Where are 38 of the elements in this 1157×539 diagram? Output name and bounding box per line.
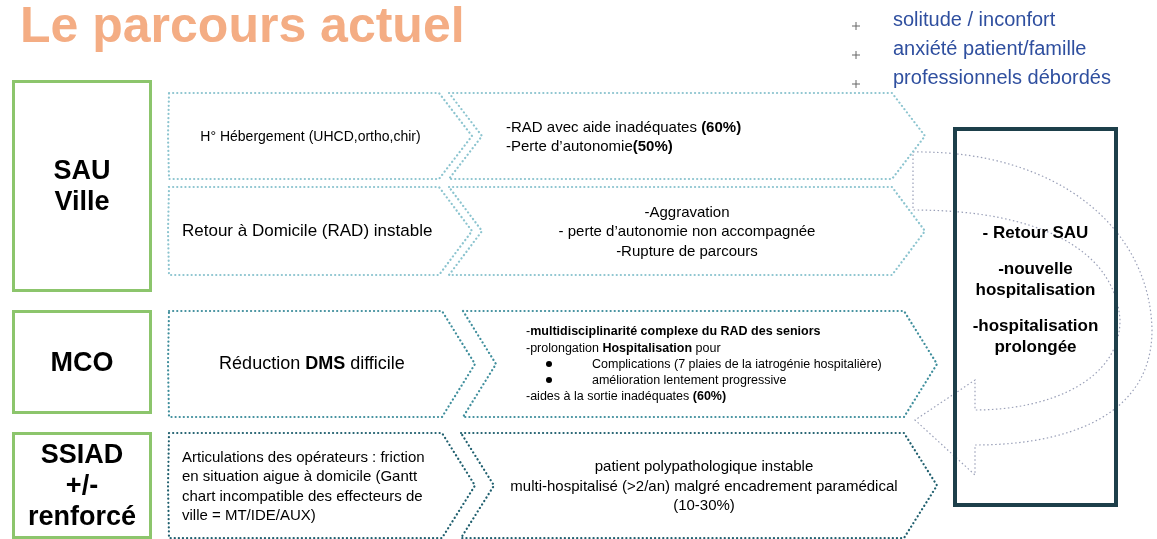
step-text: Complications (7 plaies de la iatrogénie hospitalière) — [592, 355, 882, 373]
step-text: Retour à Domicile (RAD) instable — [182, 219, 433, 242]
bullet-text: professionnels débordés — [893, 66, 1111, 89]
step-text: -Aggravation — [643, 201, 731, 222]
chevron-shape — [448, 92, 926, 180]
step-text: -aides à la sortie inadéquates (60%) — [526, 388, 728, 405]
category-box — [12, 432, 152, 539]
category-text: SSIAD +/- renforcé — [26, 439, 137, 532]
chevron-shape — [448, 186, 926, 276]
step-text: amélioration lentement progressive — [592, 372, 787, 389]
chevron-shape — [460, 432, 938, 539]
step-text: Réduction DMS difficile — [218, 352, 406, 376]
step-text: -multidisciplinarité complexe du RAD des seniors — [526, 323, 822, 340]
category-box — [12, 310, 152, 414]
chevron-shape — [168, 432, 476, 539]
category-text: SAU Ville — [52, 155, 112, 217]
outcome-box — [953, 127, 1118, 507]
step-text: -Perte d’autonomie(50%) — [506, 136, 674, 156]
chevron-shape — [168, 310, 476, 418]
category-box — [12, 80, 152, 292]
step-text: -RAD avec aide inadéquates (60%) — [506, 116, 743, 136]
step-text: H° Hébergement (UHCD,ortho,chir) — [199, 126, 422, 146]
bullet-text: anxiété patient/famille — [893, 37, 1087, 60]
outcome-text: -nouvelle hospitalisation — [974, 259, 1097, 301]
chevron-shape — [168, 186, 473, 276]
outcome-text: - Retour SAU — [982, 223, 1089, 244]
chevron-shape — [462, 310, 938, 418]
step-text: -Rupture de parcours — [615, 240, 759, 261]
category-text: MCO — [50, 346, 114, 378]
chevron-shape — [168, 92, 473, 180]
step-text: multi-hospitalisé (>2/an) malgré encadrement paramédical (10-30%) — [510, 475, 898, 515]
step-text: Articulations des opérateurs : friction en situation aigue à domicile (Gantt chart incompatible des effecteurs de ville = MT/IDE/AUX) — [182, 446, 426, 525]
title: Le parcours actuel — [20, 0, 465, 54]
outcome-text: -hospitalisation prolongée — [971, 316, 1100, 357]
step-text: - perte d’autonomie non accompagnée — [557, 221, 817, 241]
step-text: patient polypathologique instable — [593, 456, 815, 476]
bullet-text: solitude / inconfort — [893, 8, 1056, 31]
step-text: -prolongation Hospitalisation pour — [526, 339, 722, 356]
